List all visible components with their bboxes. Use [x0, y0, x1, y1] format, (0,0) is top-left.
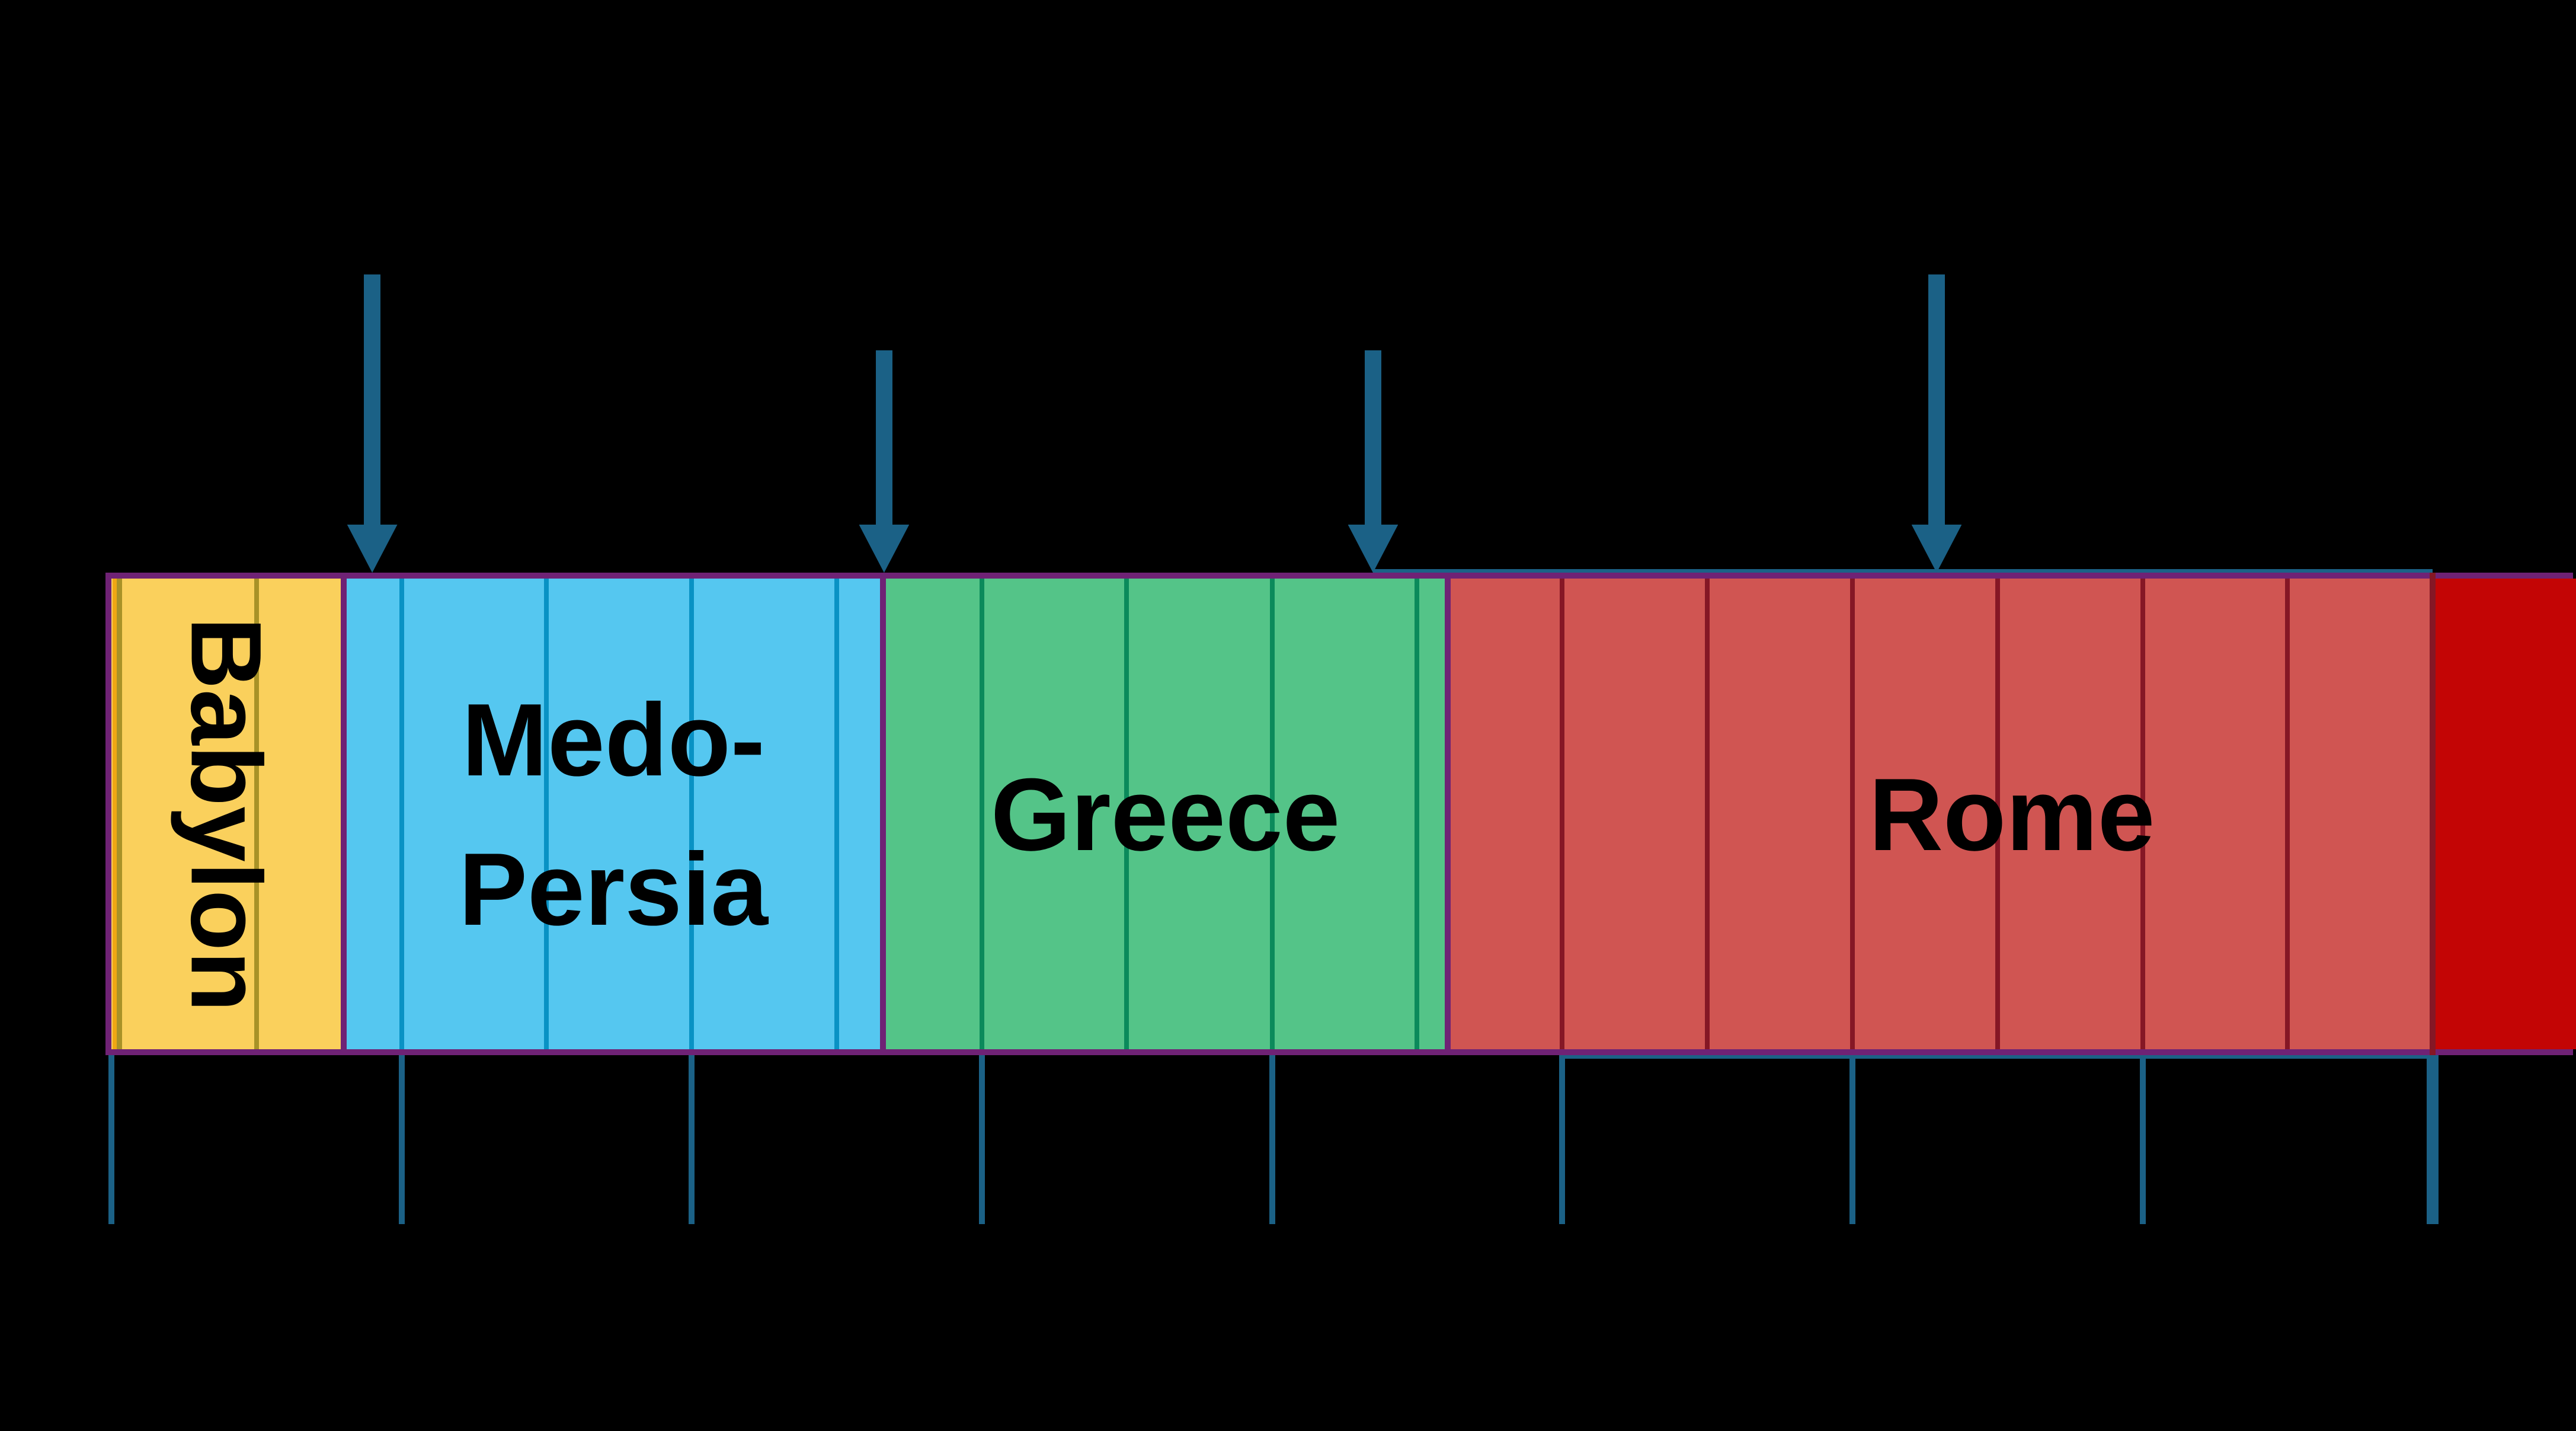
medo-persia-label: Medo- Persia — [459, 665, 768, 964]
segment-end — [2432, 578, 2576, 1049]
tick-mark-7 — [1849, 1055, 1855, 1224]
top-span-line — [1372, 569, 2433, 573]
interval-divider-5 — [544, 578, 549, 1049]
tick-mark-8 — [2139, 1055, 2146, 1224]
tick-mark-6 — [1559, 1055, 1565, 1224]
interval-divider-7 — [834, 578, 839, 1049]
segment-boundary-1 — [105, 573, 111, 1056]
tick-mark-9 — [2426, 1055, 2439, 1224]
arrow-4-shaft — [1928, 274, 1945, 529]
medo-persia-label-line1: Medo- — [462, 682, 765, 797]
segment-boundary-2 — [340, 573, 347, 1056]
interval-divider-3 — [254, 578, 259, 1049]
tick-mark-1 — [108, 1055, 115, 1224]
arrow-2-shaft — [875, 350, 892, 529]
interval-divider-9 — [1124, 578, 1129, 1049]
interval-divider-8 — [980, 578, 984, 1049]
babylon-label: Babylon — [170, 617, 283, 1012]
interval-divider-12 — [1560, 578, 1564, 1049]
arrow-3-down-arrow-icon — [1348, 524, 1399, 573]
arrow-2-down-arrow-icon — [859, 524, 910, 573]
interval-divider-4 — [399, 578, 405, 1049]
greece-label: Greece — [990, 756, 1340, 872]
interval-divider-14 — [1850, 578, 1855, 1049]
interval-divider-17 — [2285, 578, 2290, 1049]
segment-boundary-5 — [2429, 573, 2436, 1056]
segment-rome — [1448, 578, 2433, 1049]
tick-mark-4 — [979, 1055, 985, 1224]
arrow-1-shaft — [364, 274, 381, 529]
interval-divider-2 — [117, 578, 123, 1049]
tick-mark-3 — [689, 1055, 695, 1224]
interval-divider-10 — [1270, 578, 1275, 1049]
bottom-span-line — [1562, 1055, 2436, 1059]
segment-boundary-4 — [1444, 573, 1451, 1056]
tick-mark-2 — [399, 1055, 405, 1224]
rome-label: Rome — [1868, 756, 2155, 872]
segment-greece — [883, 578, 1448, 1049]
tick-mark-5 — [1269, 1055, 1275, 1224]
medo-persia-label-line2: Persia — [459, 831, 768, 947]
arrow-3-shaft — [1365, 350, 1381, 529]
arrow-1-down-arrow-icon — [347, 524, 398, 573]
band-bottom-border — [105, 1049, 2573, 1056]
segment-medo-persia — [343, 578, 884, 1049]
arrow-4-down-arrow-icon — [1911, 524, 1962, 573]
interval-divider-15 — [1995, 578, 2000, 1049]
interval-divider-1 — [113, 578, 117, 1049]
segment-boundary-3 — [879, 573, 886, 1056]
interval-divider-16 — [2140, 578, 2145, 1049]
band-top-border — [105, 573, 2573, 579]
interval-divider-6 — [689, 578, 695, 1049]
interval-divider-13 — [1705, 578, 1710, 1049]
segment-babylon — [108, 578, 344, 1049]
interval-divider-11 — [1414, 578, 1419, 1049]
